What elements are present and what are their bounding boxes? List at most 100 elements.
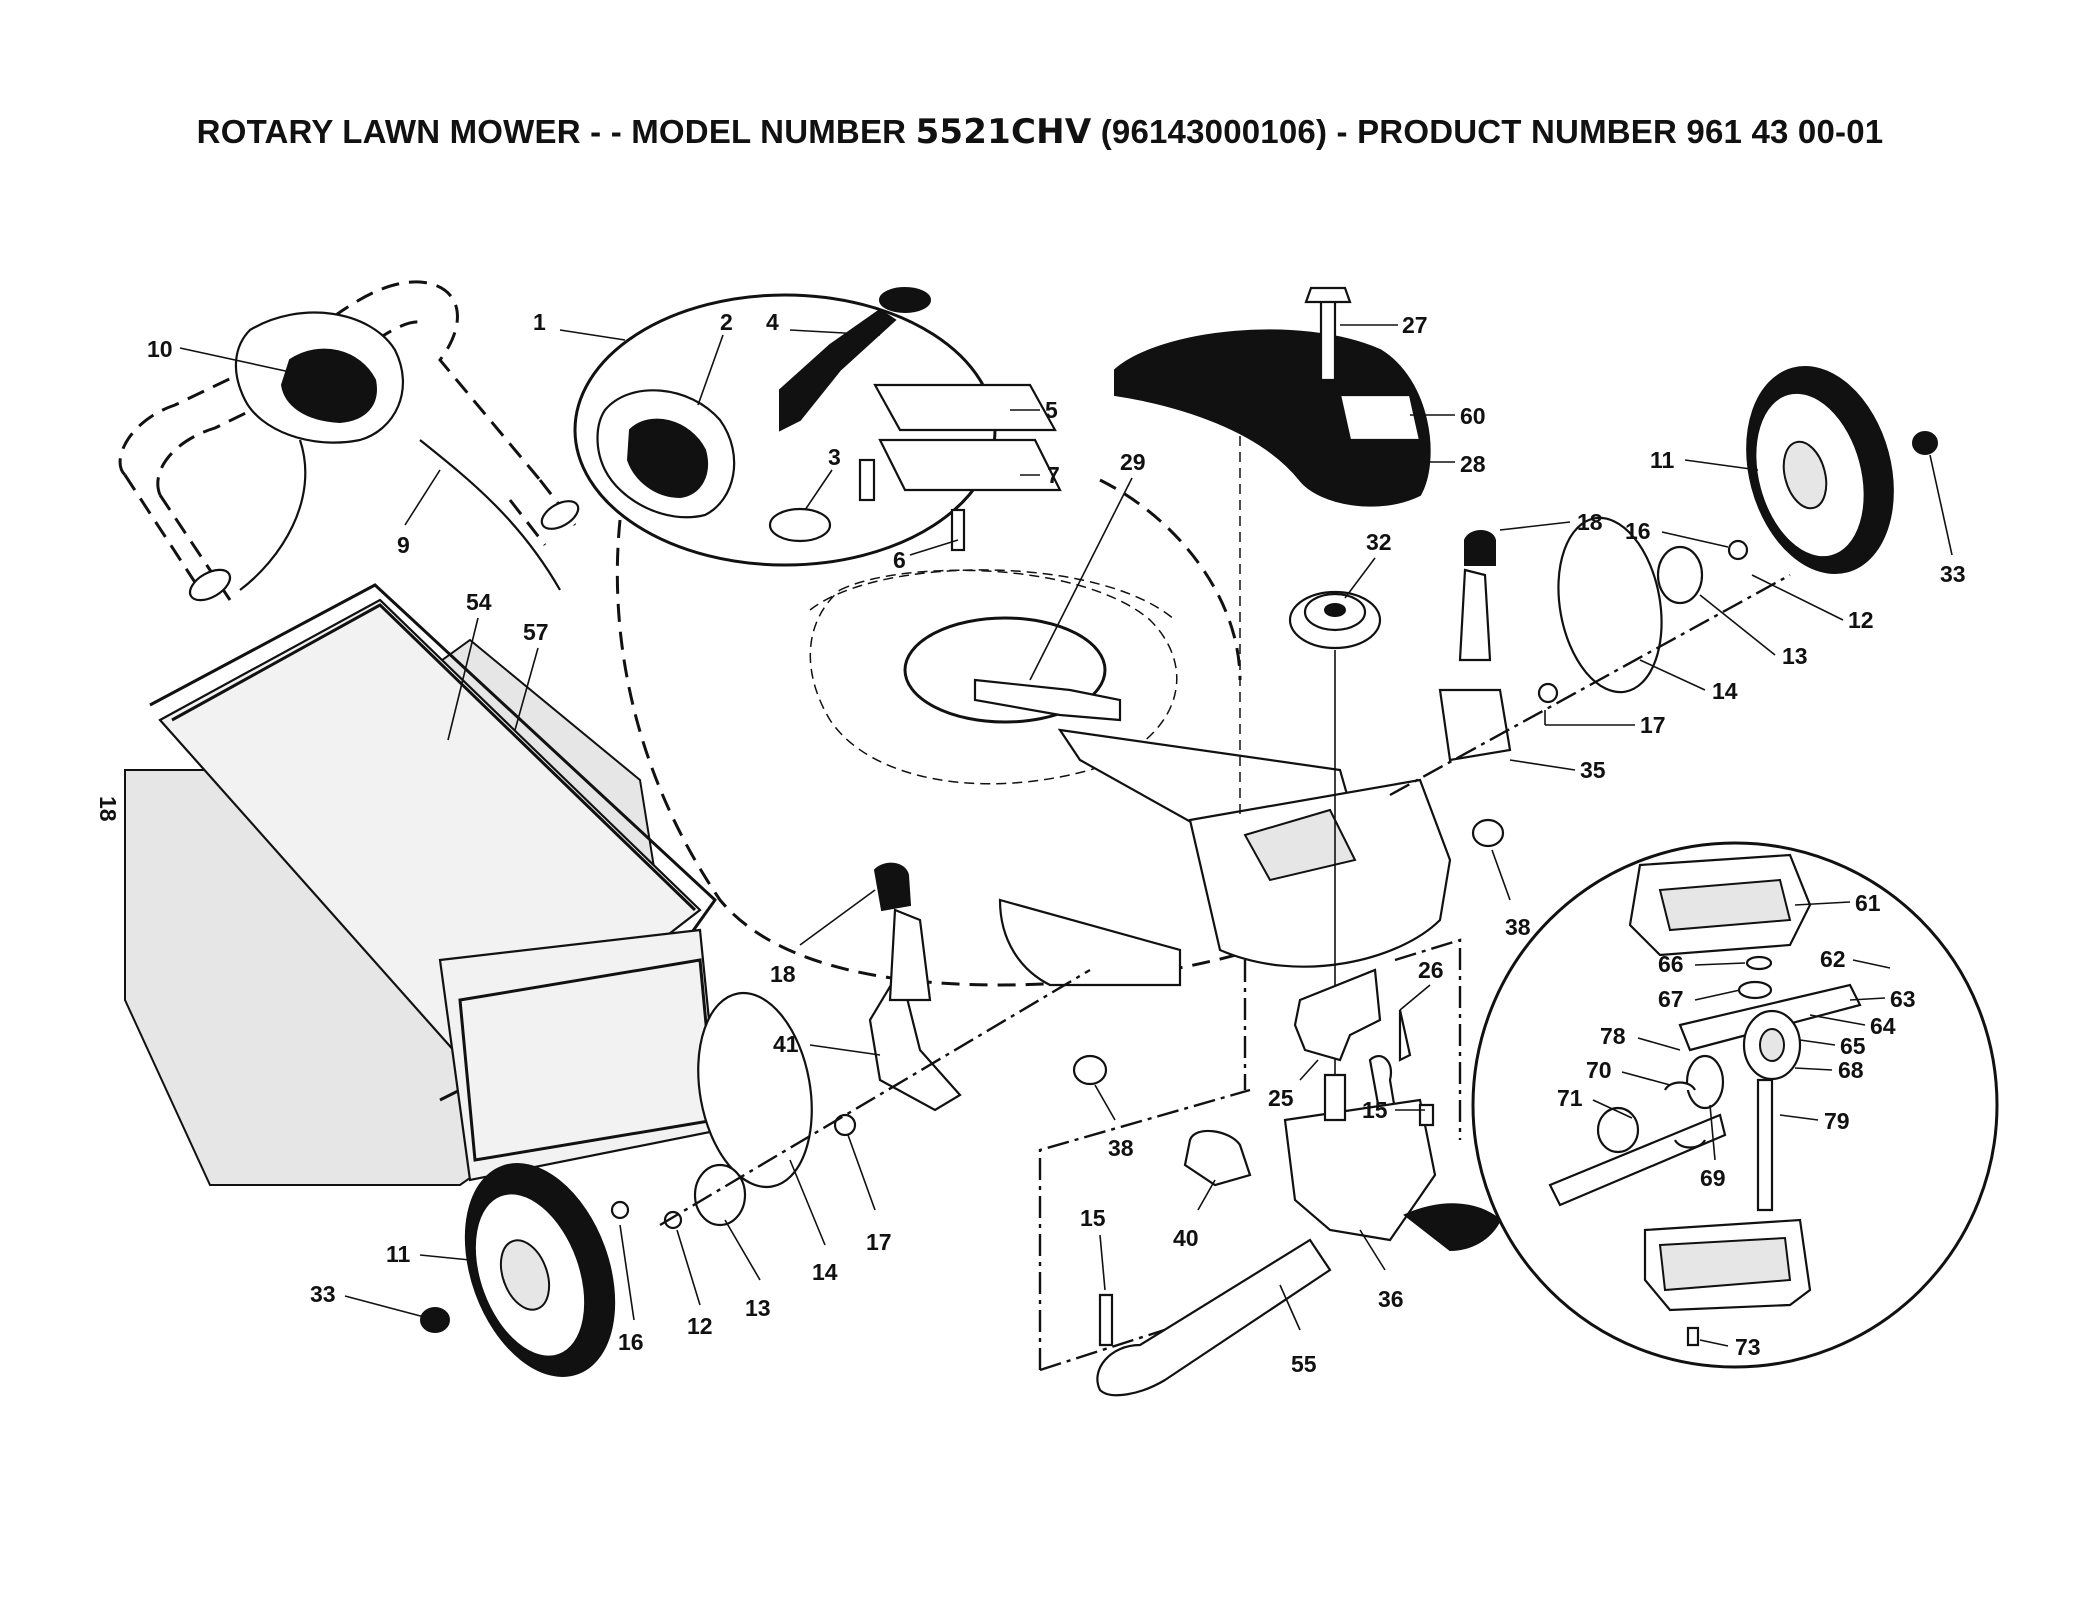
label-6: 6 bbox=[893, 539, 959, 573]
callout-33-left: 33 bbox=[310, 1281, 336, 1307]
callout-7: 7 bbox=[1047, 462, 1060, 488]
callout-26: 26 bbox=[1418, 957, 1444, 983]
label-69: 69 bbox=[1700, 1104, 1726, 1191]
callout-13-left: 13 bbox=[745, 1295, 771, 1321]
label-13a: 13 bbox=[724, 1219, 771, 1321]
label-40: 40 bbox=[1173, 1179, 1216, 1251]
label-55: 55 bbox=[1279, 1284, 1317, 1377]
label-38b: 38 bbox=[1491, 849, 1531, 940]
callout-69: 69 bbox=[1700, 1165, 1726, 1191]
right-wheel-assembly bbox=[1389, 365, 1938, 848]
label-54: 54 bbox=[447, 589, 492, 741]
pulley bbox=[1288, 590, 1382, 1080]
callout-17-left: 17 bbox=[866, 1229, 892, 1255]
callout-5: 5 bbox=[1045, 397, 1058, 423]
label-25: 25 bbox=[1268, 1059, 1319, 1111]
callout-61: 61 bbox=[1855, 890, 1881, 916]
callout-70: 70 bbox=[1586, 1057, 1612, 1083]
label-14a: 14 bbox=[789, 1159, 838, 1285]
callout-67: 67 bbox=[1658, 986, 1684, 1012]
title-suffix: (96143000106) - PRODUCT NUMBER 961 43 00… bbox=[1091, 113, 1884, 150]
callout-18-left: 18 bbox=[770, 961, 796, 987]
callout-1: 1 bbox=[533, 309, 546, 335]
label-1: 1 bbox=[533, 309, 626, 341]
label-27: 27 bbox=[1340, 312, 1428, 338]
label-9: 9 bbox=[397, 469, 441, 558]
callout-27: 27 bbox=[1402, 312, 1428, 338]
label-15b: 15 bbox=[1080, 1205, 1106, 1291]
callout-16-left: 16 bbox=[618, 1329, 644, 1355]
callout-15-upper: 15 bbox=[1362, 1097, 1388, 1123]
label-26: 26 bbox=[1399, 957, 1444, 1011]
label-66: 66 bbox=[1658, 951, 1746, 977]
label-11b: 11 bbox=[1650, 447, 1759, 473]
label-63: 63 bbox=[1849, 986, 1916, 1012]
callout-54: 54 bbox=[466, 589, 492, 615]
callout-63: 63 bbox=[1890, 986, 1916, 1012]
callout-2: 2 bbox=[720, 309, 733, 335]
callout-3: 3 bbox=[828, 444, 841, 470]
label-38a: 38 bbox=[1072, 1054, 1134, 1161]
callout-16-right: 16 bbox=[1625, 518, 1651, 544]
label-5: 5 bbox=[1010, 397, 1058, 423]
callout-68: 68 bbox=[1838, 1057, 1864, 1083]
label-29: 29 bbox=[1029, 449, 1146, 681]
callout-4: 4 bbox=[766, 309, 779, 335]
callout-12-left: 12 bbox=[687, 1313, 713, 1339]
label-78: 78 bbox=[1600, 1023, 1681, 1051]
page-title: ROTARY LAWN MOWER - - MODEL NUMBER 5521C… bbox=[0, 112, 2080, 152]
label-18a: 18 bbox=[770, 889, 876, 987]
label-12a: 12 bbox=[676, 1229, 713, 1339]
callout-15-lower: 15 bbox=[1080, 1205, 1106, 1231]
callout-62: 62 bbox=[1820, 946, 1846, 972]
callout-17-right: 17 bbox=[1640, 712, 1666, 738]
callout-11-right: 11 bbox=[1650, 447, 1675, 473]
callout-28: 28 bbox=[1460, 451, 1486, 477]
callout-6: 6 bbox=[893, 547, 906, 573]
mower-deck bbox=[615, 478, 1452, 987]
label-28: 28 bbox=[1420, 451, 1486, 477]
grass-bag bbox=[124, 583, 722, 1186]
label-62: 62 bbox=[1820, 946, 1891, 972]
label-71: 71 bbox=[1557, 1085, 1633, 1119]
label-11a: 11 bbox=[386, 1241, 471, 1267]
callout-13-right: 13 bbox=[1782, 643, 1808, 669]
label-15a: 15 bbox=[1362, 1097, 1425, 1123]
label-13b: 13 bbox=[1699, 594, 1808, 669]
label-4: 4 bbox=[766, 309, 881, 336]
callout-33-right: 33 bbox=[1940, 561, 1966, 587]
callout-38-left: 38 bbox=[1108, 1135, 1134, 1161]
label-73: 73 bbox=[1699, 1334, 1761, 1360]
label-10: 10 bbox=[147, 336, 291, 373]
callout-64: 64 bbox=[1870, 1013, 1896, 1039]
label-33b: 33 bbox=[1929, 454, 1966, 587]
label-41: 41 bbox=[773, 1031, 881, 1057]
label-32: 32 bbox=[1344, 529, 1392, 599]
handle-assembly bbox=[118, 280, 580, 602]
control-inset bbox=[573, 287, 1062, 567]
callout-11-left: 11 bbox=[386, 1241, 411, 1267]
callout-18-right: 18 bbox=[1577, 509, 1603, 535]
callout-29: 29 bbox=[1120, 449, 1146, 475]
rear-cover bbox=[1114, 286, 1431, 820]
callout-78: 78 bbox=[1600, 1023, 1626, 1049]
callout-66: 66 bbox=[1658, 951, 1684, 977]
label-14b: 14 bbox=[1639, 659, 1738, 704]
callout-71: 71 bbox=[1557, 1085, 1583, 1111]
callout-10: 10 bbox=[147, 336, 173, 362]
label-18b: 18 bbox=[1499, 509, 1603, 535]
label-17a: 17 bbox=[847, 1134, 892, 1255]
callout-9: 9 bbox=[397, 532, 410, 558]
callout-79: 79 bbox=[1824, 1108, 1850, 1134]
label-33a: 33 bbox=[310, 1281, 429, 1319]
label-7: 7 bbox=[1020, 462, 1060, 488]
label-65: 65 bbox=[1799, 1033, 1866, 1059]
label-12b: 12 bbox=[1751, 574, 1874, 633]
model-number: 5521CHV bbox=[915, 112, 1092, 152]
callout-35: 35 bbox=[1580, 757, 1606, 783]
label-70: 70 bbox=[1586, 1057, 1671, 1086]
callout-55: 55 bbox=[1291, 1351, 1317, 1377]
label-17b: 17 bbox=[1544, 710, 1666, 738]
label-2: 2 bbox=[697, 309, 733, 406]
